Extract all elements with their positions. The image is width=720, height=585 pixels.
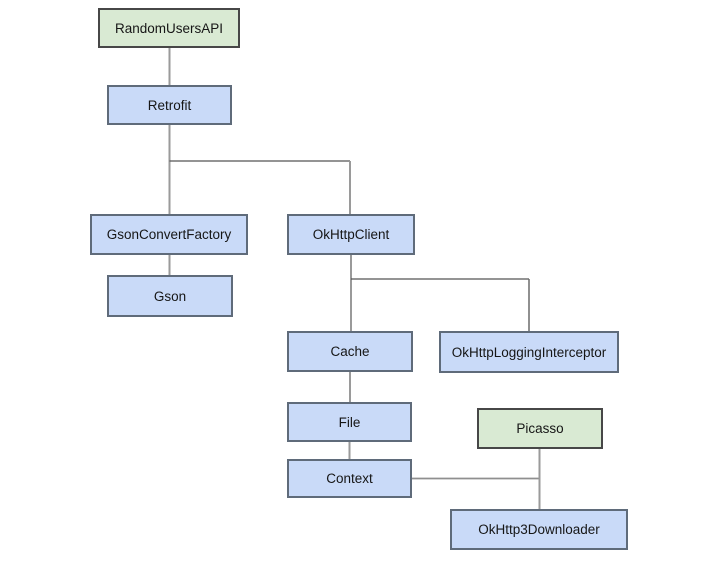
node-retrofit: Retrofit	[107, 85, 232, 125]
node-randomusersapi-label: RandomUsersAPI	[114, 20, 224, 36]
node-okhttp3downloader-label: OkHttp3Downloader	[478, 522, 600, 537]
node-gson-label: Gson	[153, 288, 187, 304]
node-picasso: Picasso	[477, 408, 603, 449]
node-context-label: Context	[326, 471, 373, 486]
node-gsonconvertfactory: GsonConvertFactory	[90, 214, 248, 255]
node-file-label: File	[338, 414, 361, 430]
node-context: Context	[287, 459, 412, 498]
node-retrofit-label: Retrofit	[147, 97, 192, 113]
node-okhttplogginginterceptor-label: OkHttpLoggingInterceptor	[451, 344, 607, 360]
node-gsonconvertfactory-label: GsonConvertFactory	[106, 227, 232, 242]
node-okhttpclient-label: OkHttpClient	[312, 227, 390, 242]
node-picasso-label: Picasso	[516, 421, 564, 436]
node-randomusersapi: RandomUsersAPI	[98, 8, 240, 48]
node-cache: Cache	[287, 331, 413, 372]
node-okhttp3downloader: OkHttp3Downloader	[450, 509, 628, 550]
node-cache-label: Cache	[330, 344, 370, 359]
node-okhttpclient: OkHttpClient	[287, 214, 415, 255]
node-file: File	[287, 402, 412, 442]
node-okhttplogginginterceptor: OkHttpLoggingInterceptor	[439, 331, 619, 373]
node-gson: Gson	[107, 275, 233, 317]
